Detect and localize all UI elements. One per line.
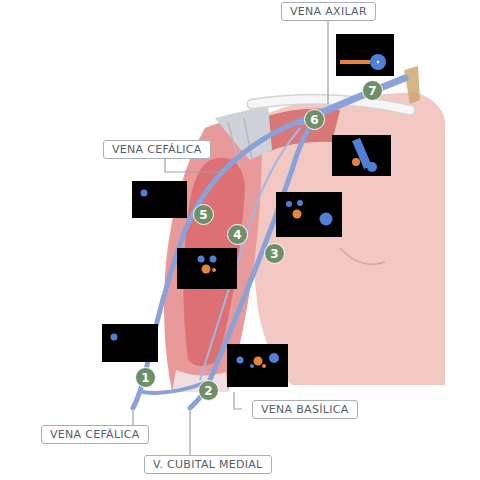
callout-number-text: 6 bbox=[310, 114, 318, 126]
vein-label: VENA CEFÁLICA bbox=[50, 428, 140, 441]
vein-label-box: VENA AXILAR bbox=[281, 2, 376, 21]
vein-center bbox=[377, 61, 379, 63]
ultrasound-frame bbox=[336, 34, 394, 76]
vein-section bbox=[286, 201, 292, 207]
callout-number: 5 bbox=[193, 204, 214, 225]
vein-section bbox=[367, 162, 377, 172]
ultrasound-view bbox=[332, 135, 391, 176]
callout-number: 1 bbox=[135, 367, 156, 388]
vein-label: VENA AXILAR bbox=[290, 5, 367, 18]
brachial-plexus bbox=[404, 66, 420, 104]
artery-section bbox=[340, 60, 370, 64]
ultrasound-frame bbox=[132, 181, 187, 218]
artery-section bbox=[352, 158, 360, 166]
ultrasound-view bbox=[177, 248, 237, 289]
callout-number: 3 bbox=[264, 243, 285, 264]
ultrasound-view bbox=[276, 192, 342, 237]
vein-label-box: VENA CEFÁLICA bbox=[103, 140, 211, 159]
callout-number-text: 2 bbox=[204, 385, 212, 397]
vein-label: VENA BASÍLICA bbox=[261, 403, 349, 416]
vein-label: V. CUBITAL MEDIAL bbox=[153, 458, 263, 471]
callout-number: 6 bbox=[304, 109, 325, 130]
ultrasound-frame bbox=[177, 248, 237, 289]
ultrasound-frame bbox=[227, 344, 288, 387]
artery-section bbox=[202, 265, 211, 274]
ultrasound-view bbox=[227, 344, 288, 387]
vein-section bbox=[111, 334, 118, 341]
vein-section bbox=[210, 256, 217, 263]
callout-number-text: 3 bbox=[270, 248, 278, 260]
callout-number: 7 bbox=[362, 80, 383, 101]
vein-label-box: VENA CEFÁLICA bbox=[41, 425, 149, 444]
callout-number-text: 1 bbox=[141, 372, 149, 384]
ultrasound-view bbox=[336, 34, 394, 76]
vein-section bbox=[269, 353, 279, 363]
vein-section bbox=[250, 364, 254, 368]
leader-line bbox=[132, 411, 133, 425]
vein-section bbox=[141, 190, 148, 197]
callout-number: 2 bbox=[198, 380, 219, 401]
ultrasound-view bbox=[102, 324, 158, 362]
vein-section bbox=[297, 200, 303, 206]
vein-section bbox=[237, 357, 244, 364]
artery-section bbox=[293, 210, 302, 219]
leader-lines bbox=[133, 21, 328, 455]
callout-number-text: 7 bbox=[368, 85, 376, 97]
artery-section bbox=[254, 357, 263, 366]
chest-contour bbox=[340, 248, 385, 264]
callout-number: 4 bbox=[227, 224, 248, 245]
vein-section bbox=[320, 213, 333, 226]
leader-line bbox=[165, 159, 222, 172]
vein-section bbox=[198, 256, 205, 263]
vein-label-box: V. CUBITAL MEDIAL bbox=[144, 455, 272, 474]
vein-section bbox=[370, 54, 386, 70]
leader-line bbox=[327, 21, 328, 104]
ultrasound-frame bbox=[102, 324, 158, 362]
cephalic-vein bbox=[133, 118, 310, 408]
ultrasound-frame bbox=[276, 192, 342, 237]
ultrasound-frame bbox=[332, 135, 391, 176]
callout-number-text: 4 bbox=[233, 229, 241, 241]
nerve-section bbox=[212, 268, 216, 272]
leader-line bbox=[234, 392, 242, 409]
ultrasound-view bbox=[132, 181, 187, 218]
leader-line bbox=[189, 411, 190, 455]
vein-label: VENA CEFÁLICA bbox=[112, 143, 202, 156]
callout-number-text: 5 bbox=[199, 209, 207, 221]
vein-label-box: VENA BASÍLICA bbox=[252, 400, 358, 419]
nerve-section bbox=[262, 364, 266, 368]
